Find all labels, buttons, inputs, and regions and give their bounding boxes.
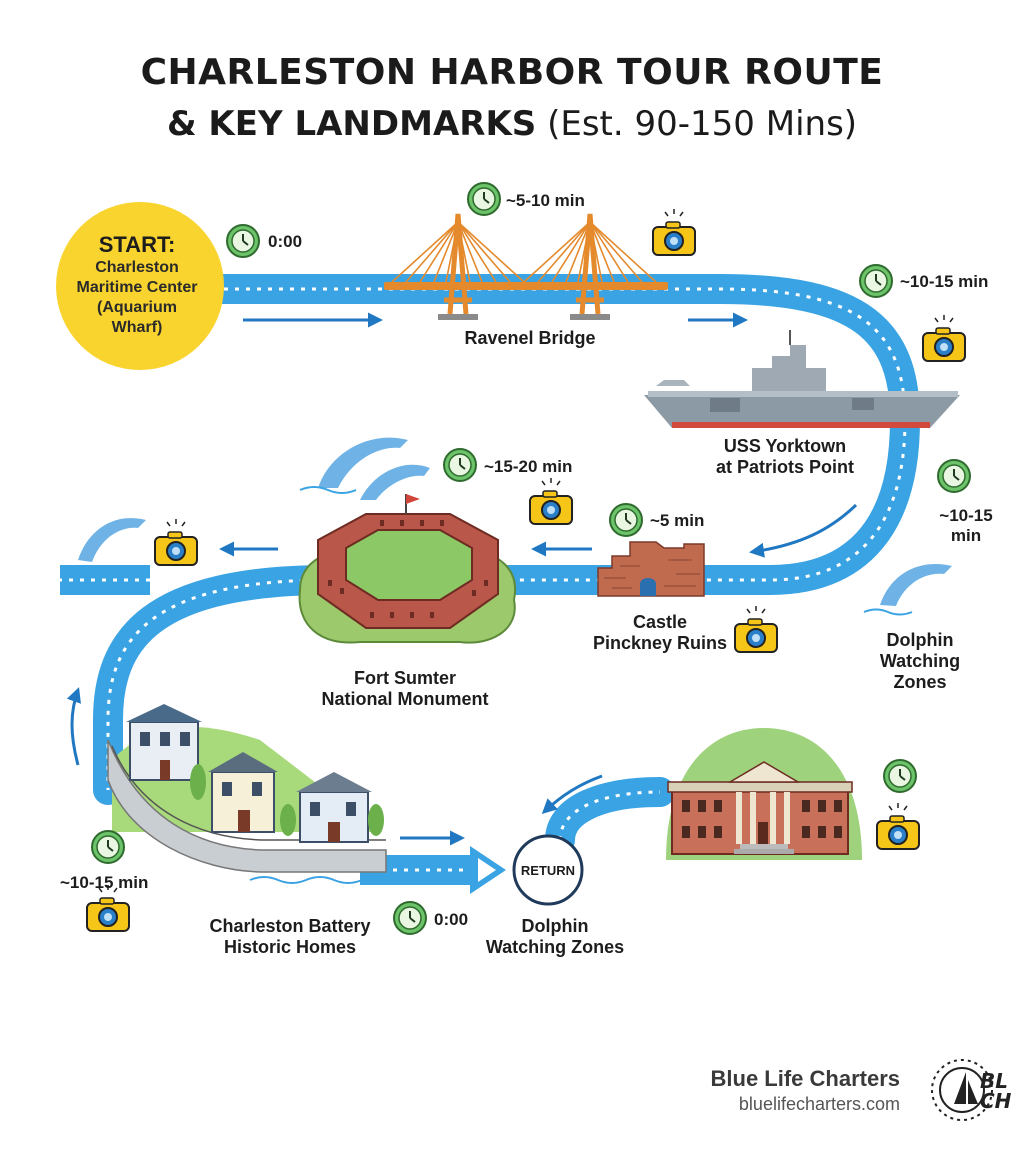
direction-arrows: [66, 312, 858, 846]
dolphin-zones-right-line-1: Dolphin: [886, 630, 954, 650]
fort-sumter-label-line-2: National Monument: [321, 689, 489, 709]
clock-icon: [467, 182, 501, 216]
dolphin-zones-bottom-label: Dolphin Watching Zones: [460, 916, 650, 958]
return-label: RETURN: [521, 863, 575, 878]
title-line-2: & KEY LANDMARKS (Est. 90-150 Mins): [0, 104, 1024, 144]
start-heading: START:: [98, 232, 176, 257]
camera-icon: [86, 885, 130, 932]
camera-icon: [154, 519, 198, 566]
fort-sumter-illustration: [298, 494, 517, 644]
dolphin-right: [863, 564, 952, 616]
title-line-1: CHARLESTON HARBOR TOUR ROUTE: [140, 52, 884, 93]
time-right: ~10-15 min: [926, 506, 1006, 546]
time-end: 0:00: [434, 910, 469, 929]
clock-icon: [883, 759, 917, 793]
dolphin-zones-bottom-line-1: Dolphin: [521, 916, 589, 936]
brand-url: bluelifecharters.com: [738, 1094, 900, 1114]
battery-homes-illustration: [107, 704, 387, 884]
arrow-curve-right: [749, 503, 858, 558]
logo-text-line-2: CH: [980, 1089, 1012, 1113]
uss-yorktown-illustration: [644, 330, 960, 428]
clock-icon: [609, 503, 643, 537]
brand-block: Blue Life Charters bluelifecharters.com: [711, 1066, 901, 1115]
time-right-line-1: ~10-15: [939, 506, 993, 525]
start-line-1: Charleston: [95, 259, 179, 276]
castle-pinckney-label-line-2: Pinckney Ruins: [592, 633, 728, 653]
battery-label-line-1: Charleston Battery: [209, 916, 371, 936]
time-battery: ~10-15 min: [60, 873, 149, 892]
title-line-2-rest: (Est. 90-150 Mins): [547, 104, 858, 144]
camera-icon: [922, 315, 966, 362]
dolphin-zones-right-label: Dolphin Watching Zones: [860, 630, 980, 693]
time-right-line-2: min: [950, 526, 982, 545]
ravenel-bridge-illustration: [384, 213, 668, 320]
start-circle: [56, 202, 224, 370]
dolphin-group-upper: [299, 437, 430, 500]
castle-pinckney-label-line-1: Castle: [632, 612, 688, 632]
title-line-2-bold: & KEY LANDMARKS: [166, 104, 537, 144]
dolphin-zones-right-line-3: Zones: [893, 672, 947, 692]
logo-text-line-1: BL: [980, 1069, 1008, 1093]
yorktown-label-line-2: at Patriots Point: [715, 457, 854, 477]
start-line-3: (Aquarium: [97, 299, 177, 316]
clock-icon: [859, 264, 893, 298]
clock-icon: [393, 901, 427, 935]
time-start: 0:00: [268, 232, 303, 251]
time-fort: ~15-20 min: [484, 457, 573, 476]
ravenel-bridge-label: Ravenel Bridge: [464, 328, 596, 348]
brand-name: Blue Life Charters: [710, 1066, 901, 1091]
maritime-building-illustration: [666, 728, 862, 860]
start-line-4: Wharf): [111, 319, 163, 336]
return-circle: [512, 834, 584, 906]
start-label: START: Charleston Maritime Center (Aquar…: [52, 232, 222, 338]
clock-icon: [226, 224, 260, 258]
castle-pinckney-illustration: [597, 541, 705, 597]
castle-pinckney-label: Castle Pinckney Ruins: [580, 612, 740, 654]
battery-label-line-2: Historic Homes: [223, 937, 357, 957]
time-bridge: ~5-10 min: [506, 191, 585, 210]
time-yorktown: ~10-15 min: [900, 272, 989, 291]
dolphin-zones-right-line-2: Watching: [879, 651, 961, 671]
camera-icon: [652, 209, 696, 256]
arrow-curve-bottom: [541, 774, 603, 815]
dolphin-left: [63, 518, 146, 578]
camera-icon: [876, 803, 920, 850]
clock-icon: [91, 830, 125, 864]
clock-icon: [443, 448, 477, 482]
yorktown-label-line-1: USS Yorktown: [723, 436, 847, 456]
fort-sumter-label: Fort Sumter National Monument: [300, 668, 510, 710]
arrow-up: [66, 687, 81, 766]
dolphin-zones-bottom-line-2: Watching Zones: [485, 937, 625, 957]
clock-icon: [937, 459, 971, 493]
camera-icon: [529, 478, 573, 525]
fort-sumter-label-line-1: Fort Sumter: [353, 668, 456, 688]
yorktown-label: USS Yorktown at Patriots Point: [690, 436, 880, 478]
start-line-2: Maritime Center: [76, 279, 198, 296]
time-castle: ~5 min: [650, 511, 705, 530]
battery-label: Charleston Battery Historic Homes: [190, 916, 390, 958]
camera-icon: [734, 606, 778, 653]
blue-life-charters-logo: BL CH: [931, 1059, 1012, 1121]
